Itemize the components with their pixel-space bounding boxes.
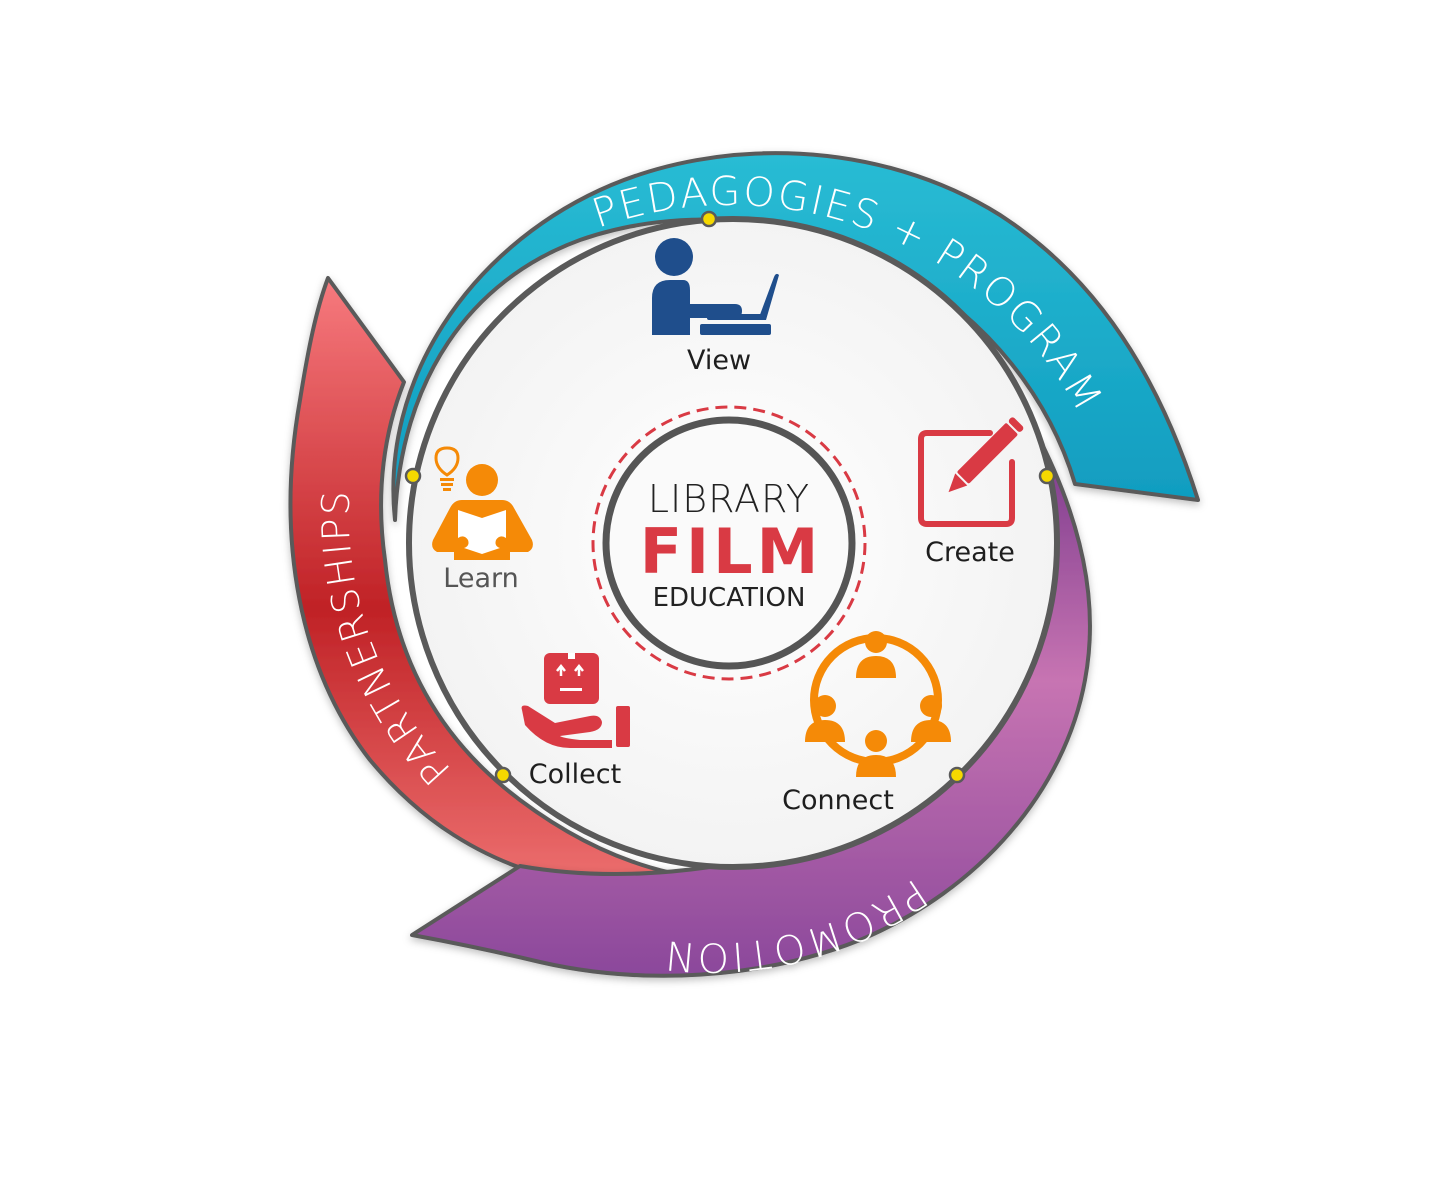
node-create: Create: [918, 417, 1024, 568]
reader-lightbulb-icon: [432, 446, 533, 560]
center-logo: LIBRARY FILM EDUCATION: [591, 405, 867, 681]
node-learn: Learn: [432, 446, 533, 594]
node-connect: Connect: [782, 631, 951, 816]
create-label: Create: [925, 537, 1015, 568]
view-label: View: [687, 345, 751, 376]
people-network-icon: [805, 631, 951, 777]
connect-label: Connect: [782, 785, 894, 816]
learn-label: Learn: [443, 563, 518, 594]
logo-film-text: FILM: [640, 515, 823, 588]
connector-dot: [700, 210, 718, 228]
connector-dot: [404, 467, 422, 485]
connector-dot: [948, 766, 966, 784]
node-collect: Collect: [521, 653, 630, 790]
connector-dot: [1038, 467, 1056, 485]
node-view: View: [652, 238, 779, 376]
logo-solid-ring: [602, 416, 856, 670]
logo-dashed-ring: [591, 405, 867, 681]
hand-box-icon: [521, 653, 630, 748]
logo-library-text: LIBRARY: [648, 477, 810, 521]
connector-dot: [494, 766, 512, 784]
edit-pencil-icon: [918, 417, 1024, 527]
collect-label: Collect: [529, 759, 621, 790]
person-at-laptop-icon: [652, 238, 779, 335]
connector-dots: [404, 210, 1056, 784]
logo-education-text: EDUCATION: [653, 583, 806, 613]
